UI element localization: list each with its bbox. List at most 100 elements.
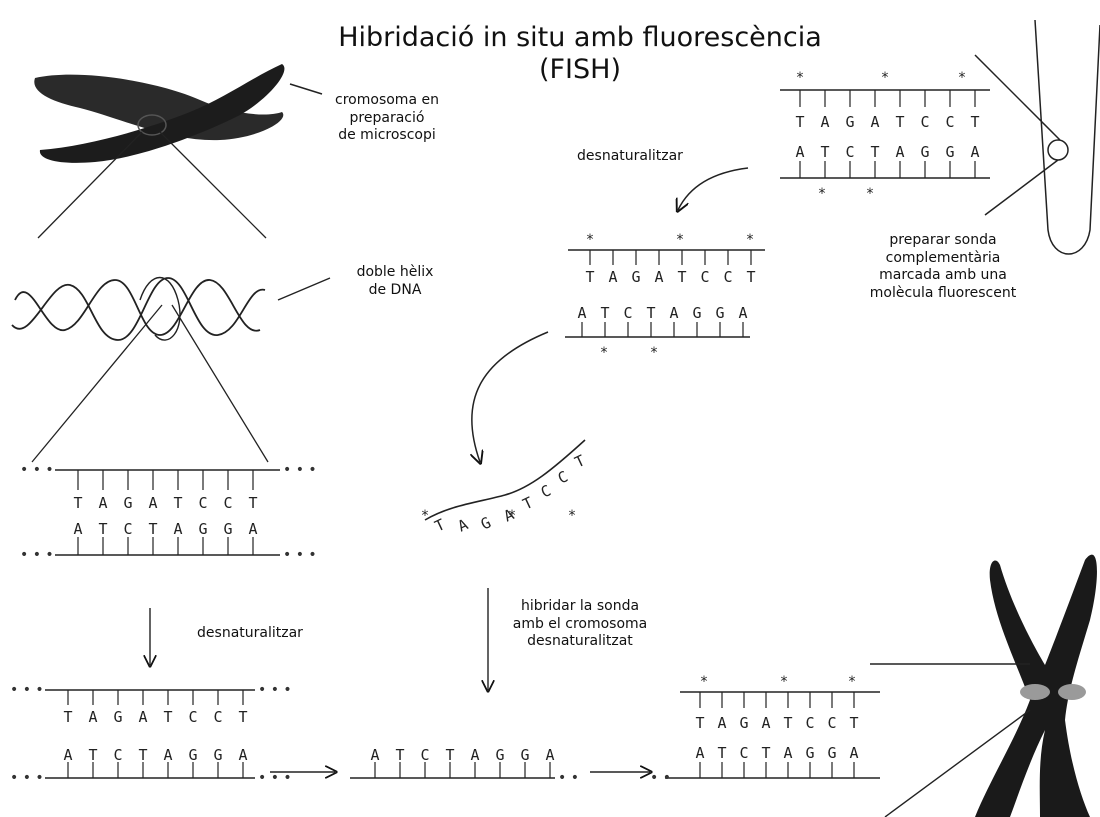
base-letter: A: [173, 520, 182, 538]
x-chromosome-icon: [870, 555, 1097, 817]
fluorescent-marker: *: [819, 186, 826, 202]
base-letter: T: [795, 113, 804, 131]
svg-text:• • •: • • •: [283, 462, 317, 478]
base-letter: A: [63, 746, 72, 764]
base-letter: A: [163, 746, 172, 764]
base-letter: G: [213, 746, 222, 764]
title-line-2: (FISH): [330, 54, 830, 86]
label-double-helix: doble hèlix de DNA: [340, 264, 450, 299]
base-letter: C: [805, 714, 814, 732]
base-letter: T: [717, 744, 726, 762]
base-letter: A: [870, 113, 879, 131]
label-line: de DNA: [340, 282, 450, 300]
dna-double-helix-icon: [12, 278, 330, 463]
label-line: marcada amb una: [858, 267, 1028, 285]
probe-separated: [565, 250, 765, 337]
base-letter: C: [845, 143, 854, 161]
base-letter: C: [198, 494, 207, 512]
base-letter: A: [783, 744, 792, 762]
svg-text:• • •: • • •: [258, 682, 292, 698]
base-letter: G: [805, 744, 814, 762]
base-letter: T: [73, 494, 82, 512]
base-letter: T: [248, 494, 257, 512]
base-letter: A: [849, 744, 858, 762]
base-letter: A: [608, 268, 617, 286]
svg-text:• •: • •: [558, 770, 579, 786]
base-letter: A: [717, 714, 726, 732]
base-letter: C: [700, 268, 709, 286]
base-letter: A: [795, 143, 804, 161]
fluorescent-marker: *: [882, 70, 889, 86]
base-letter: G: [188, 746, 197, 764]
base-letter: A: [238, 746, 247, 764]
base-letter: T: [695, 714, 704, 732]
base-letter: T: [88, 746, 97, 764]
base-letter: G: [495, 746, 504, 764]
fluorescent-marker: *: [587, 232, 594, 248]
base-letter: T: [138, 746, 147, 764]
base-letter: T: [238, 708, 247, 726]
svg-text:• • •: • • •: [10, 682, 44, 698]
base-letter: G: [198, 520, 207, 538]
label-probe-prep: preparar sonda complementària marcada am…: [858, 232, 1028, 302]
title-line-1: Hibridació in situ amb fluorescència: [330, 22, 830, 54]
label-denature-top: desnaturalitzar: [565, 148, 695, 166]
svg-text:• •: • •: [650, 770, 671, 786]
base-letter: A: [370, 746, 379, 764]
base-letter: C: [623, 304, 632, 322]
base-letter: T: [895, 113, 904, 131]
base-letter: T: [761, 744, 770, 762]
base-letter: T: [148, 520, 157, 538]
fluorescent-marker: *: [781, 674, 788, 690]
fluorescent-marker: *: [569, 508, 576, 524]
base-letter: C: [188, 708, 197, 726]
base-letter: G: [223, 520, 232, 538]
svg-text:• • •: • • •: [20, 547, 54, 563]
base-letter: A: [98, 494, 107, 512]
label-line: preparació: [322, 110, 452, 128]
base-letter: C: [827, 714, 836, 732]
base-letter: T: [783, 714, 792, 732]
base-letter: T: [677, 268, 686, 286]
base-letter: T: [646, 304, 655, 322]
base-letter: T: [572, 451, 588, 471]
base-letter: T: [173, 494, 182, 512]
base-letter: G: [739, 714, 748, 732]
fluorescent-marker: *: [677, 232, 684, 248]
base-letter: C: [113, 746, 122, 764]
svg-text:• • •: • • •: [20, 462, 54, 478]
base-letter: T: [98, 520, 107, 538]
base-letter: A: [470, 746, 479, 764]
base-letter: A: [455, 515, 471, 535]
label-line: amb el cromosoma: [500, 616, 660, 634]
base-letter: T: [520, 493, 536, 513]
base-letter: T: [970, 113, 979, 131]
base-letter: A: [73, 520, 82, 538]
fluorescent-marker: *: [747, 232, 754, 248]
fluorescent-marker: *: [509, 508, 516, 524]
test-tube-icon: [975, 20, 1100, 254]
hybridized-dna: [665, 692, 880, 778]
base-letter: T: [849, 714, 858, 732]
base-letter: C: [945, 113, 954, 131]
svg-text:• • •: • • •: [283, 547, 317, 563]
denature-arrow-top: [678, 168, 748, 210]
probe-dsdna: [780, 90, 990, 178]
base-letter: C: [420, 746, 429, 764]
base-letter: C: [739, 744, 748, 762]
base-letter: T: [746, 268, 755, 286]
base-letter: A: [138, 708, 147, 726]
base-letter: T: [445, 746, 454, 764]
base-letter: T: [432, 515, 448, 535]
base-letter: G: [113, 708, 122, 726]
base-letter: C: [213, 708, 222, 726]
label-line: complementària: [858, 250, 1028, 268]
label-line: cromosoma en: [322, 92, 452, 110]
base-letter: T: [395, 746, 404, 764]
base-letter: C: [223, 494, 232, 512]
base-letter: C: [723, 268, 732, 286]
chromosome-x-icon: [34, 64, 322, 238]
base-letter: C: [920, 113, 929, 131]
base-letter: G: [631, 268, 640, 286]
